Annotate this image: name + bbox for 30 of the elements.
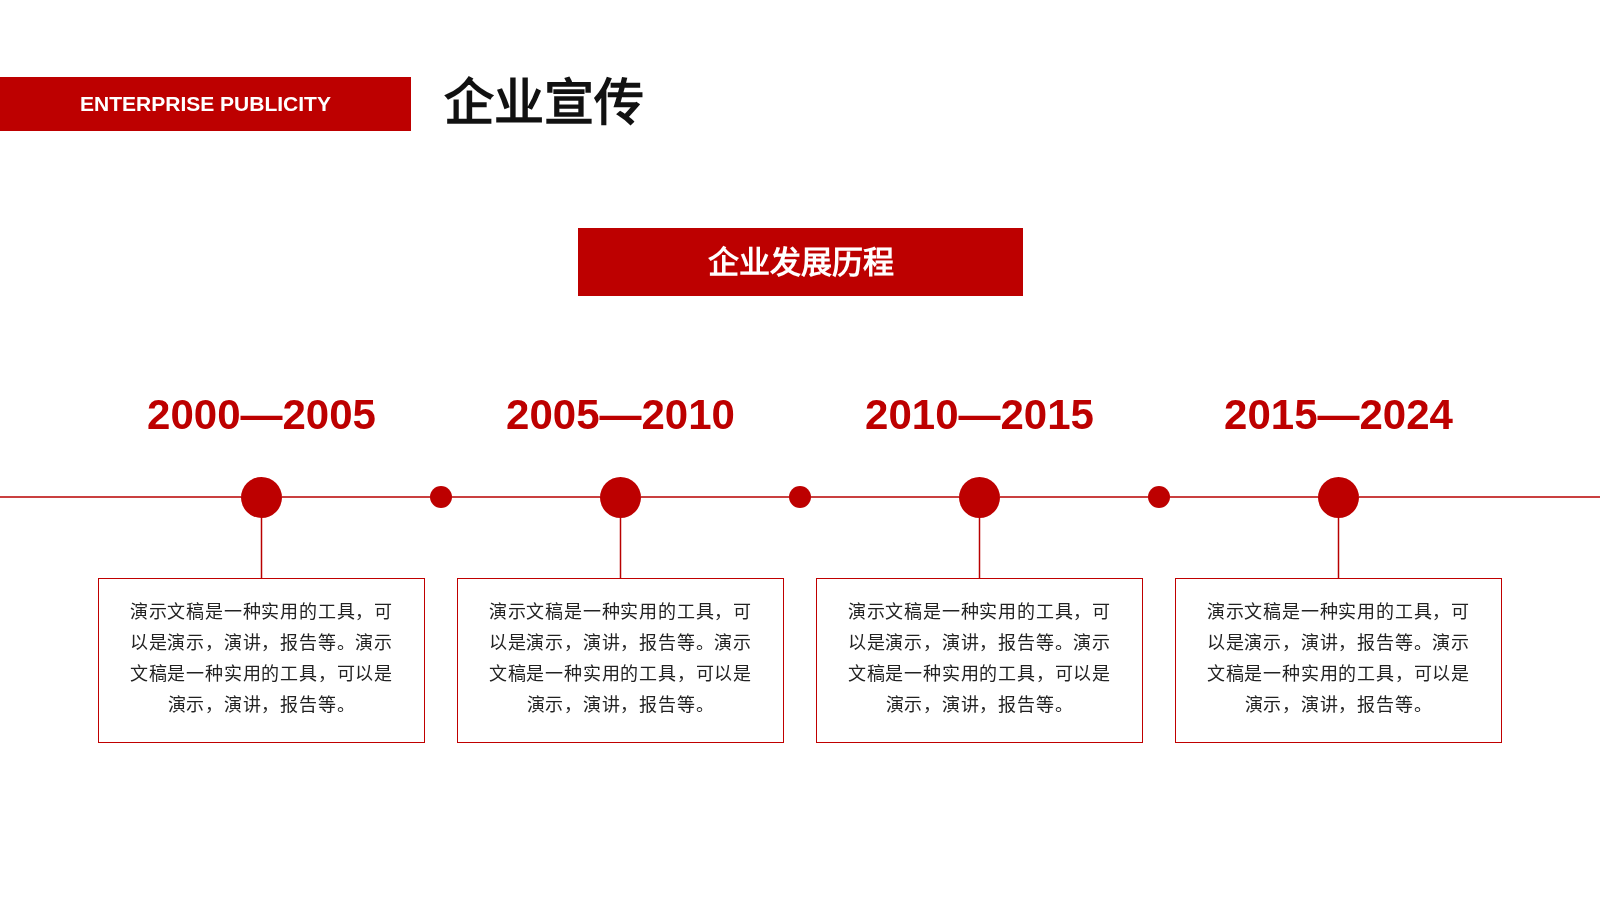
year-label: 2015—2024: [1224, 393, 1453, 436]
description-card: [816, 578, 1143, 743]
description-text: 演示文稿是一种实用的工具，可以是演示，演讲，报告等。演示文稿是一种实用的工具，可以是演示，演讲，报告等。: [1205, 600, 1472, 717]
description-text: 演示文稿是一种实用的工具，可以是演示，演讲，报告等。演示文稿是一种实用的工具，可以是演示，演讲，报告等。: [846, 600, 1113, 717]
timeline-line: [999, 496, 1149, 498]
timeline-dot: [1148, 486, 1170, 508]
timeline-line: [281, 496, 431, 498]
timeline-line: [810, 496, 960, 498]
timeline-line: [1358, 496, 1600, 498]
timeline-line: [0, 496, 242, 498]
section-heading: 企业发展历程: [578, 228, 1023, 296]
title-banner: ENTERPRISE PUBLICITY: [0, 77, 411, 131]
timeline-dot: [430, 486, 452, 508]
timeline-line: [1169, 496, 1319, 498]
connector-line: [1337, 516, 1340, 579]
description-card: [457, 578, 784, 743]
connector-line: [260, 516, 263, 579]
year-label: 2000—2005: [147, 393, 376, 436]
year-label: 2005—2010: [506, 393, 735, 436]
timeline-line: [640, 496, 790, 498]
description-text: 演示文稿是一种实用的工具，可以是演示，演讲，报告等。演示文稿是一种实用的工具，可以是演示，演讲，报告等。: [487, 600, 754, 717]
timeline-line: [451, 496, 601, 498]
description-text: 演示文稿是一种实用的工具，可以是演示，演讲，报告等。演示文稿是一种实用的工具，可以是演示，演讲，报告等。: [128, 600, 395, 717]
description-card: [98, 578, 425, 743]
timeline-dot: [789, 486, 811, 508]
page-title: 企业宣传: [444, 78, 644, 128]
description-card: [1175, 578, 1502, 743]
year-label: 2010—2015: [865, 393, 1094, 436]
connector-line: [619, 516, 622, 579]
connector-line: [978, 516, 981, 579]
